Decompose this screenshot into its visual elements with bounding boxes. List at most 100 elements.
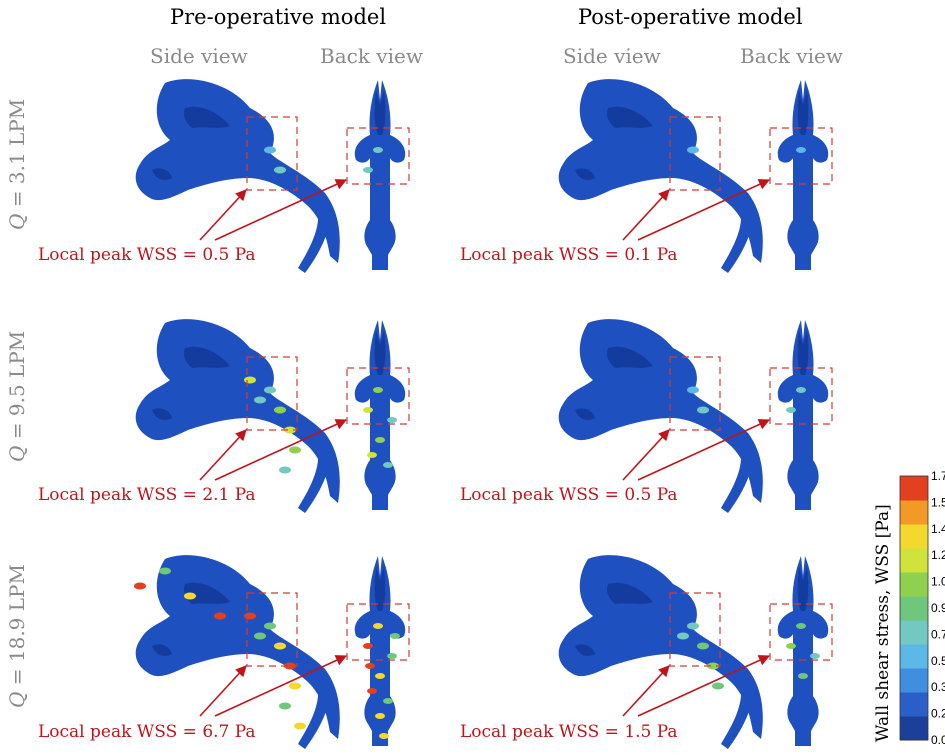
- airway-panels: [134, 79, 833, 749]
- colorbar-segment: [900, 620, 928, 645]
- post-row-1-wss-label: Local peak WSS = 0.1 Pa: [460, 245, 678, 265]
- post-row-3-arrow-back: [637, 655, 771, 717]
- wss-hotspot: [697, 406, 709, 414]
- post-row-1-side-roi-box: [669, 116, 721, 191]
- wss-hotspot: [786, 407, 796, 413]
- post-operative-title: Post-operative model: [578, 5, 803, 29]
- wss-hotspot: [707, 662, 719, 670]
- post-row-2-side-roi-box: [669, 356, 721, 431]
- wss-hotspot: [264, 386, 276, 394]
- wss-hotspot: [796, 623, 806, 629]
- wss-hotspot: [375, 673, 385, 679]
- post-row-2-wss-label: Local peak WSS = 0.5 Pa: [460, 485, 678, 505]
- post-row-2-back-view-model: [777, 320, 829, 510]
- post-row-3-wss-label: Local peak WSS = 1.5 Pa: [460, 722, 678, 742]
- pre-row-2-arrow-back: [214, 419, 348, 481]
- pre-row-2-side-roi-box: [246, 356, 298, 431]
- wss-hotspot: [363, 407, 373, 413]
- wss-hotspot: [786, 643, 796, 649]
- pre-row-1-back-view-model: [354, 80, 406, 270]
- wss-hotspot: [254, 632, 266, 640]
- post-side-view-label: Side view: [563, 44, 661, 68]
- post-row-3-back-roi-box: [769, 603, 833, 661]
- colorbar-tick-label: 0.5: [931, 654, 945, 668]
- colorbar-tick-label: 0.0: [931, 733, 945, 747]
- post-row-1-back-roi-box: [769, 127, 833, 185]
- wss-hotspot: [284, 426, 296, 434]
- wss-hotspot: [373, 387, 383, 393]
- colorbar-tick-label: 1.0: [931, 575, 945, 589]
- post-row-2-back-roi-box: [769, 367, 833, 425]
- pre-row-1-side-roi-box: [246, 116, 298, 191]
- colorbar-segment: [900, 644, 928, 669]
- wss-hotspot: [375, 713, 385, 719]
- pre-row-1-arrow-side: [199, 189, 247, 241]
- colorbar-tick-label: 0.2: [931, 707, 945, 721]
- wss-hotspot: [264, 146, 276, 154]
- pre-row-3-side-view-model: [135, 555, 340, 749]
- wss-hotspot: [274, 166, 286, 174]
- wss-hotspot: [798, 673, 808, 679]
- pre-row-3-wss-label: Local peak WSS = 6.7 Pa: [38, 722, 256, 742]
- post-row-1-back-view-model: [777, 80, 829, 270]
- pre-row-3-back-roi-box: [346, 603, 410, 661]
- wss-hotspot: [712, 682, 724, 690]
- wss-hotspot: [279, 466, 291, 474]
- colorbar-segment: [900, 548, 928, 573]
- pre-row-3-side-roi-box: [246, 592, 298, 667]
- wss-hotspot: [687, 622, 699, 630]
- post-row-3-panel: [558, 555, 833, 749]
- pre-row-3-panel: [134, 555, 410, 749]
- post-row-3-back-view-model: [777, 556, 829, 746]
- pre-row-1-panel: [135, 79, 410, 273]
- wss-hotspot: [373, 147, 383, 153]
- wss-hotspot: [687, 146, 699, 154]
- wss-hotspot: [363, 643, 373, 649]
- colorbar-tick-label: 1.7: [931, 469, 945, 483]
- post-row-2-arrow-side: [622, 429, 670, 481]
- pre-operative-title: Pre-operative model: [170, 5, 386, 29]
- wss-hotspot: [264, 622, 276, 630]
- wss-hotspot: [244, 376, 256, 384]
- wss-hotspot: [373, 623, 383, 629]
- colorbar-tick-label: 1.5: [931, 495, 945, 509]
- wss-hotspot: [697, 642, 709, 650]
- wss-hotspot: [796, 147, 806, 153]
- wss-hotspot: [134, 582, 146, 590]
- colorbar-segment: [900, 500, 928, 525]
- pre-row-1-side-view-model: [135, 79, 340, 273]
- wss-hotspot: [244, 612, 256, 620]
- pre-row-2-wss-label: Local peak WSS = 2.1 Pa: [38, 485, 256, 505]
- wss-hotspot: [279, 702, 291, 710]
- wss-hotspot: [284, 662, 296, 670]
- wss-hotspot: [379, 733, 389, 739]
- colorbar-segment: [900, 476, 928, 501]
- pre-row-1-wss-label: Local peak WSS = 0.5 Pa: [38, 245, 256, 265]
- wss-hotspot: [677, 632, 689, 640]
- colorbar-title: Wall shear stress, WSS [Pa]: [873, 504, 893, 742]
- wss-hotspot: [214, 612, 226, 620]
- colorbar-segment: [900, 524, 928, 549]
- wss-hotspot: [184, 592, 196, 600]
- wss-hotspot: [367, 452, 377, 458]
- colorbar-frame: [899, 475, 929, 741]
- wss-hotspot: [375, 437, 385, 443]
- pre-row-2-back-roi-box: [346, 367, 410, 425]
- wss-hotspot: [294, 722, 306, 730]
- pre-row-1-arrow-back: [214, 179, 348, 241]
- wss-colorbar: 0.00.20.30.50.70.91.01.21.41.51.7: [899, 469, 945, 747]
- pre-row-3-arrow-side: [199, 665, 247, 717]
- post-row-3-side-roi-box: [669, 592, 721, 667]
- colorbar-segment: [900, 716, 928, 741]
- row-1-flow-label: Q = 3.1 LPM: [5, 99, 29, 230]
- wss-hotspot: [810, 653, 820, 659]
- post-row-2-panel: [558, 319, 833, 513]
- post-row-3-arrow-side: [622, 665, 670, 717]
- wss-hotspot: [383, 462, 393, 468]
- post-row-3-side-view-model: [558, 555, 763, 749]
- wss-hotspot: [289, 682, 301, 690]
- post-back-view-label: Back view: [740, 44, 843, 68]
- wss-hotspot: [159, 567, 171, 575]
- post-row-1-panel: [558, 79, 833, 273]
- pre-row-3-arrow-back: [214, 655, 348, 717]
